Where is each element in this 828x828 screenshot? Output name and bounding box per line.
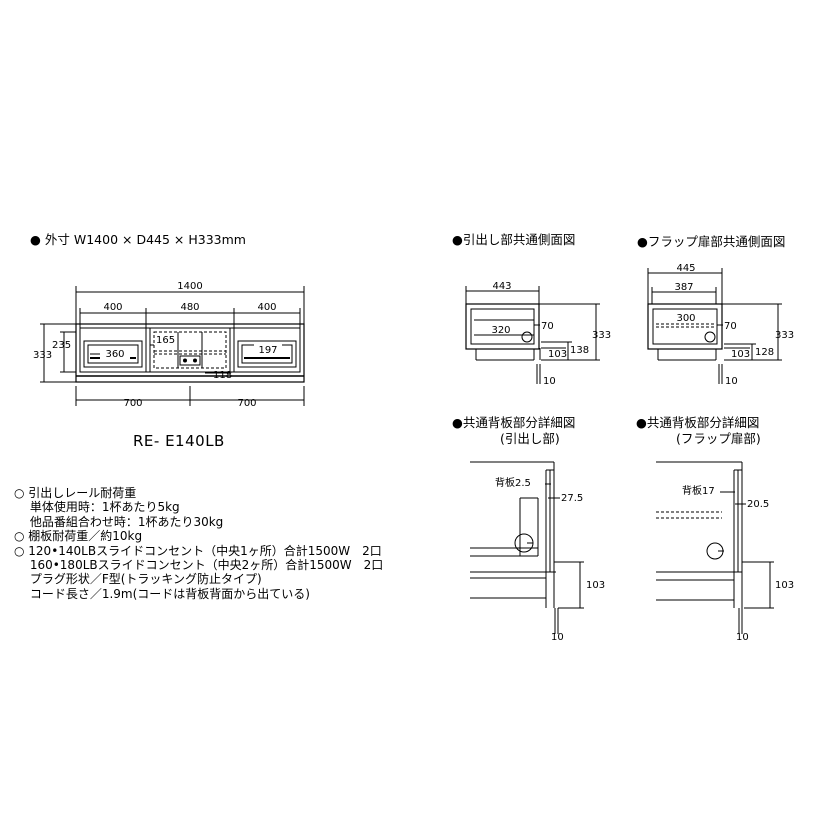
dim-165: 165: [156, 335, 175, 346]
side-drawer-inner: 320: [491, 325, 510, 336]
side-flap-inner: 300: [676, 313, 695, 324]
cabinet-inner: [79, 327, 301, 373]
note-line: ○ 引出しレール耐荷重: [14, 486, 137, 500]
side-drawer-103: 103: [548, 349, 567, 360]
dim-bottom-left: 700: [123, 398, 142, 409]
model-name: RE- E140LB: [133, 432, 225, 450]
note-line: 他品番組合わせ時：1杯あたり30kg: [14, 514, 224, 529]
side-flap-heading: ●フラップ扉部共通側面図: [637, 234, 786, 249]
front-heading: ● 外寸 W1400 × D445 × H333mm: [30, 232, 246, 247]
back-flap-103: 103: [775, 580, 794, 591]
note-line: ○ 棚板耐荷重／約10kg: [14, 529, 143, 544]
dim-drawer-right: 197: [258, 345, 277, 356]
note-line: プラグ形状／F型(トラッキング防止タイプ): [14, 572, 262, 587]
side-drawer-138: 138: [570, 345, 589, 356]
side-drawer-height: 333: [592, 330, 611, 341]
side-drawer-70: 70: [541, 321, 554, 332]
dim-118: 118: [213, 370, 232, 381]
back-flap-20: 20.5: [747, 499, 769, 510]
back-drawer-detail: 103 10 27.5 背板2.5: [470, 461, 605, 643]
back-drawer-10: 10: [551, 632, 564, 643]
side-flap-height: 333: [775, 330, 794, 341]
note-line: 単体使用時：1杯あたり5kg: [14, 500, 180, 515]
note-line: ○ 120•140LBスライドコンセント（中央1ヶ所）合計1500W 2口: [14, 543, 382, 558]
side-flap-387: 387: [674, 282, 693, 293]
back-flap-detail: 103 10 20.5 背板17: [656, 461, 794, 643]
front-view: 1400 400 480 400: [33, 281, 305, 409]
dim-total-height: 333: [33, 350, 52, 361]
note-line: 160•180LBスライドコンセント（中央2ヶ所）合計1500W 2口: [14, 558, 384, 573]
dim-drawer-left: 360: [105, 349, 124, 360]
left-drawer: [83, 340, 143, 368]
back-flap-10: 10: [736, 632, 749, 643]
side-drawer-view: 443 320 70 333 138 103 10: [465, 281, 611, 387]
back-flap-label: 背板17: [682, 484, 715, 497]
back-flap-subheading: (フラップ扉部): [676, 431, 761, 446]
dim-left-width: 400: [103, 302, 122, 313]
side-drawer-10: 10: [543, 376, 556, 387]
side-flap-depth: 445: [676, 263, 695, 274]
dim-inner-height: 235: [52, 340, 71, 351]
back-drawer-103: 103: [586, 580, 605, 591]
back-flap-heading: ●共通背板部分詳細図: [636, 415, 760, 430]
outlet: [179, 355, 201, 366]
side-flap-128: 128: [755, 347, 774, 358]
side-flap-view: 445 387 300 70 333 128 103 10: [647, 263, 794, 387]
side-flap-10: 10: [725, 376, 738, 387]
dim-bottom-right: 700: [237, 398, 256, 409]
dim-right-width: 400: [257, 302, 276, 313]
back-drawer-heading: ●共通背板部分詳細図: [452, 415, 576, 430]
cabinet-body: [75, 323, 305, 383]
note-line: コード長さ／1.9m(コードは背板背面から出ている): [14, 586, 310, 601]
spec-notes: ○ 引出しレール耐荷重 単体使用時：1杯あたり5kg 他品番組合わせ時：1杯あた…: [14, 486, 383, 601]
back-drawer-27: 27.5: [561, 493, 583, 504]
back-drawer-subheading: (引出し部): [500, 431, 560, 446]
dim-mid-width: 480: [180, 302, 199, 313]
side-drawer-depth: 443: [492, 281, 511, 292]
side-flap-103: 103: [731, 349, 750, 360]
side-flap-70: 70: [724, 321, 737, 332]
right-drawer: [237, 340, 297, 368]
dim-total-width: 1400: [177, 281, 202, 292]
side-drawer-heading: ●引出し部共通側面図: [452, 232, 576, 247]
back-drawer-label: 背板2.5: [495, 476, 531, 489]
